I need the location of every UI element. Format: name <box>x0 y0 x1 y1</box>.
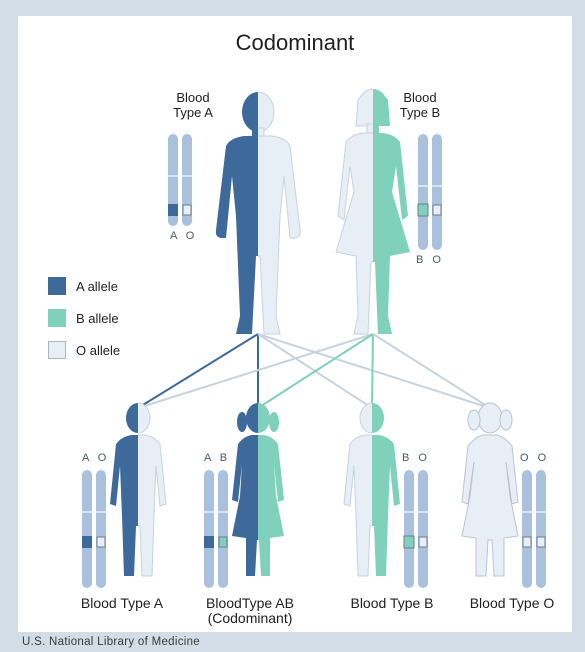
child-1-chromosomes <box>82 470 106 588</box>
child-2-chromosomes <box>204 470 228 588</box>
child-4-figure <box>462 403 518 576</box>
child-2-figure <box>232 403 284 576</box>
parent-b-chromosomes <box>418 134 442 250</box>
child-4-chromosomes <box>522 470 546 588</box>
parent-b-figure <box>336 89 410 334</box>
allele-band-a <box>168 204 178 216</box>
child-3-figure <box>344 403 400 576</box>
line-mother-child4 <box>373 334 490 408</box>
parent-a-figure <box>216 92 300 334</box>
line-father-child4 <box>258 334 490 408</box>
inheritance-lines <box>138 334 490 408</box>
child-1-figure <box>110 403 166 576</box>
allele-band-o <box>433 205 441 215</box>
credit-text: U.S. National Library of Medicine <box>22 636 200 648</box>
allele-band-o <box>183 205 191 215</box>
diagram-card: Codominant Blood Type A Blood Type B A O… <box>18 16 572 632</box>
line-father-child1 <box>138 334 258 408</box>
child-3-chromosomes <box>404 470 428 588</box>
pedigree-drawing <box>18 16 572 632</box>
line-mother-child3 <box>372 334 373 408</box>
allele-band-b <box>418 204 428 216</box>
line-mother-child1 <box>138 334 373 408</box>
parent-a-chromosomes <box>168 134 192 226</box>
